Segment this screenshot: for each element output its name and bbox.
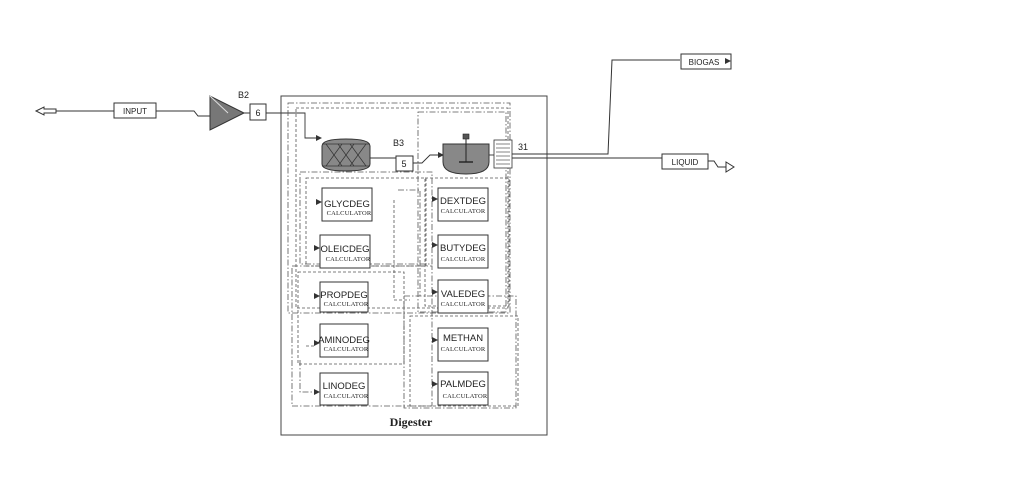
svg-text:DEXTDEG: DEXTDEG [440,196,486,207]
stream-6[interactable]: 6 [244,103,322,141]
calculator-palmdeg[interactable]: PALMDEG CALCULATOR [432,371,489,406]
svg-text:BUTYDEG: BUTYDEG [440,243,486,254]
calculator-linodeg[interactable]: LINODEG CALCULATOR [314,372,369,406]
svg-text:CALCULATOR: CALCULATOR [327,210,372,217]
control-loops [287,102,519,409]
calculator-aminodeg[interactable]: AMINODEG CALCULATOR [314,323,370,358]
liquid-outlet-icon [725,161,735,173]
calculator-dextdeg[interactable]: DEXTDEG CALCULATOR [432,187,489,222]
svg-text:LINODEG: LINODEG [323,381,366,392]
separator-31[interactable]: 31 [489,139,528,169]
calculator-butydeg[interactable]: BUTYDEG CALCULATOR [432,234,489,269]
digester-title: Digester [390,415,433,429]
stream-31-label: 31 [518,142,528,152]
input-label: INPUT [123,107,147,116]
svg-text:AMINODEG: AMINODEG [318,335,370,346]
svg-text:CALCULATOR: CALCULATOR [441,301,486,308]
calculator-oleicdeg[interactable]: OLEICDEG CALCULATOR [314,234,371,269]
svg-text:CALCULATOR: CALCULATOR [441,208,486,215]
input-stream[interactable]: INPUT [34,102,212,119]
mixer-b2[interactable]: B2 [209,90,249,131]
svg-text:CALCULATOR: CALCULATOR [326,256,371,263]
stream-5-label: 5 [401,159,406,169]
stirred-tank[interactable] [442,133,490,175]
svg-text:CALCULATOR: CALCULATOR [324,301,369,308]
reactor-b3[interactable]: B3 [321,138,404,172]
liquid-stream[interactable]: LIQUID [512,153,735,173]
calculator-propdeg[interactable]: PROPDEG CALCULATOR [314,281,369,313]
svg-text:PALMDEG: PALMDEG [440,379,486,390]
svg-text:GLYCDEG: GLYCDEG [324,199,370,210]
liquid-label: LIQUID [672,158,699,167]
stream-5[interactable]: 5 [370,152,444,172]
svg-text:CALCULATOR: CALCULATOR [441,256,486,263]
svg-text:VALEDEG: VALEDEG [441,289,485,300]
svg-text:METHAN: METHAN [443,333,483,344]
svg-text:CALCULATOR: CALCULATOR [441,346,486,353]
svg-text:CALCULATOR: CALCULATOR [443,393,488,400]
biogas-label: BIOGAS [689,58,720,67]
svg-text:PROPDEG: PROPDEG [320,290,368,301]
calculator-valedeg[interactable]: VALEDEG CALCULATOR [432,279,489,314]
block-b3-label: B3 [393,138,404,148]
svg-text:OLEICDEG: OLEICDEG [320,244,369,255]
input-arrow-icon [34,106,57,116]
svg-text:CALCULATOR: CALCULATOR [324,393,369,400]
stream-6-label: 6 [255,108,260,118]
biogas-outlet-icon [725,58,731,64]
calculator-methan[interactable]: METHAN CALCULATOR [432,327,489,362]
digester-box [280,95,548,436]
calculator-glycdeg[interactable]: GLYCDEG CALCULATOR [316,187,373,222]
biogas-stream[interactable]: BIOGAS [512,53,732,155]
block-b2-label: B2 [238,90,249,100]
svg-text:CALCULATOR: CALCULATOR [324,346,369,353]
